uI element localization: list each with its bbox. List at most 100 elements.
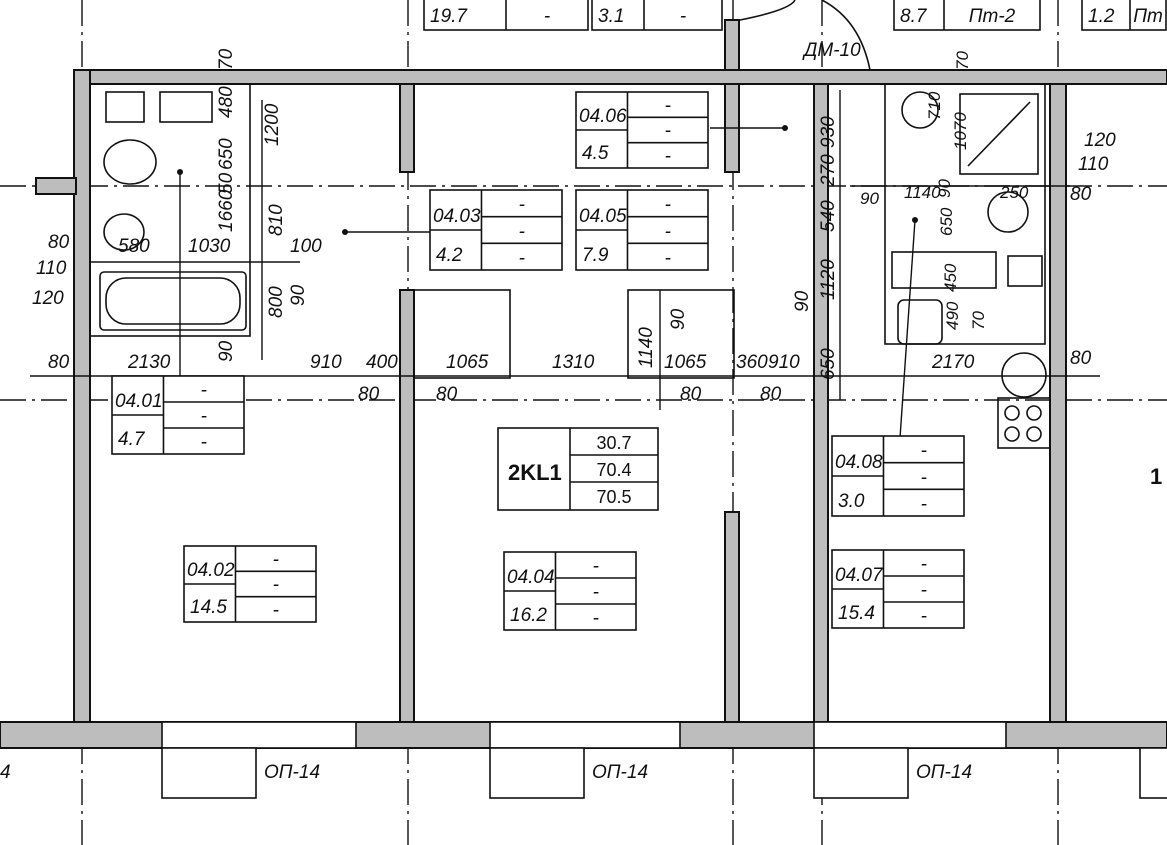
top-fragment-tag: 8.7 Пт-2 [893, 0, 1041, 31]
dimension-label: 710 [925, 91, 944, 120]
room-area: 15.4 [838, 603, 875, 624]
apartment-tag: 2KL1 30.7 70.4 70.5 [497, 427, 659, 511]
dimension-label: 90 [935, 179, 954, 198]
room-mark: - [201, 380, 207, 401]
dimension-label: 110 [36, 258, 67, 279]
dimension-label: 2130 [127, 352, 171, 373]
fragment-frame [591, 0, 723, 31]
dimension-label: 650 [818, 348, 839, 380]
window-label: ОП-14 [264, 762, 320, 783]
room-area: 3.0 [838, 491, 865, 512]
room-area: 14.5 [190, 597, 227, 618]
room-tags: 04.014.7---04.0214.5---04.034.2---04.041… [111, 91, 965, 631]
room-number: 04.05 [579, 206, 627, 227]
room-number: 04.08 [835, 452, 883, 473]
dimension-label: 80 [760, 384, 782, 405]
room-tag-04.02: 04.02 14.5 - - - [183, 545, 317, 623]
dimension-label: 90 [860, 189, 879, 208]
apartment-area: 70.5 [596, 487, 631, 507]
dimension-label: 910 [310, 352, 342, 373]
dimension-label: 400 [366, 352, 398, 373]
fragment-mark: - [544, 6, 550, 27]
dimension-label: 1065 [446, 352, 489, 373]
room-number: 04.04 [507, 567, 555, 588]
top-fragment-tag: 3.1 - [591, 0, 723, 31]
room-area: 4.5 [582, 143, 609, 164]
dimension-label: 80 [436, 384, 458, 405]
room-mark: - [519, 248, 525, 269]
room-mark: - [665, 146, 671, 167]
room-mark: - [519, 195, 525, 216]
dimension-label: 360 [736, 352, 768, 373]
dimension-label: 910 [768, 352, 800, 373]
room-mark: - [665, 221, 671, 242]
fragment-value: 1.2 [1088, 6, 1115, 27]
fragment-value: 8.7 [900, 6, 928, 27]
room-area: 16.2 [510, 605, 547, 626]
room-mark: - [921, 554, 927, 575]
fragment-value: 19.7 [430, 6, 468, 27]
room-number: 04.07 [835, 565, 884, 586]
room-mark: - [593, 608, 599, 629]
room-mark: - [665, 248, 671, 269]
room-mark: - [921, 494, 927, 515]
fragment-mark: Пт-2 [969, 6, 1016, 27]
dimension-label: 100 [290, 236, 322, 257]
dimension-label: 1200 [262, 103, 283, 146]
fragment-mark: - [680, 6, 686, 27]
dimension-label: 80 [48, 232, 70, 253]
window-label: 4 [0, 762, 11, 783]
room-number: 04.03 [433, 206, 481, 227]
room-number: 04.02 [187, 560, 235, 581]
dimension-label: 90 [792, 290, 813, 312]
dimension-label: 490 [943, 301, 962, 330]
dimension-label: 70 [216, 48, 237, 70]
dimension-label: 1140 [636, 327, 657, 368]
room-mark: - [593, 582, 599, 603]
windows [161, 0, 1167, 799]
dimension-label: 90 [216, 340, 237, 362]
room-mark: - [921, 467, 927, 488]
room-mark: - [665, 195, 671, 216]
dimension-label: 810 [266, 204, 287, 236]
room-mark: - [921, 580, 927, 601]
dimension-label: 270 [818, 154, 839, 187]
dimension-label: 50 [216, 172, 237, 194]
dimension-label: 110 [1078, 154, 1109, 175]
room-mark: - [273, 549, 279, 570]
dimension-label: 120 [1084, 130, 1116, 151]
room-mark: - [921, 441, 927, 462]
dimension-label: 650 [216, 138, 237, 170]
door-label: ДМ-10 [802, 40, 861, 61]
room-area: 7.9 [582, 245, 609, 266]
dimension-label: 70 [953, 51, 972, 70]
apartment-code: 2KL1 [508, 460, 562, 485]
window-label: ОП-14 [916, 762, 972, 783]
dimension-label: 480 [216, 86, 237, 118]
room-mark: - [665, 95, 671, 116]
dimension-label: 1310 [552, 352, 595, 373]
dimension-label: 800 [266, 286, 287, 318]
room-mark: - [273, 575, 279, 596]
apartment-area: 30.7 [596, 433, 631, 453]
dimension-label: 580 [118, 236, 150, 257]
fragment-frame [1081, 0, 1167, 31]
fragment-value: 3.1 [598, 6, 624, 27]
room-tag-04.03: 04.034.2--- [429, 189, 563, 271]
apartment-area: 70.4 [596, 460, 631, 480]
room-area: 4.7 [118, 429, 146, 450]
room-tag-04.06: 04.064.5--- [575, 91, 709, 169]
apartment-tag-frame [497, 427, 659, 511]
dimension-label: 70 [969, 311, 988, 330]
room-number: 04.06 [579, 106, 627, 127]
dimension-label: 1140 [904, 183, 941, 202]
fragment-mark: Пт [1133, 6, 1163, 27]
dimension-label: 80 [680, 384, 702, 405]
dimension-label: 1030 [188, 236, 231, 257]
room-mark: - [273, 600, 279, 621]
room-tag-04.01: 04.014.7--- [111, 375, 245, 455]
